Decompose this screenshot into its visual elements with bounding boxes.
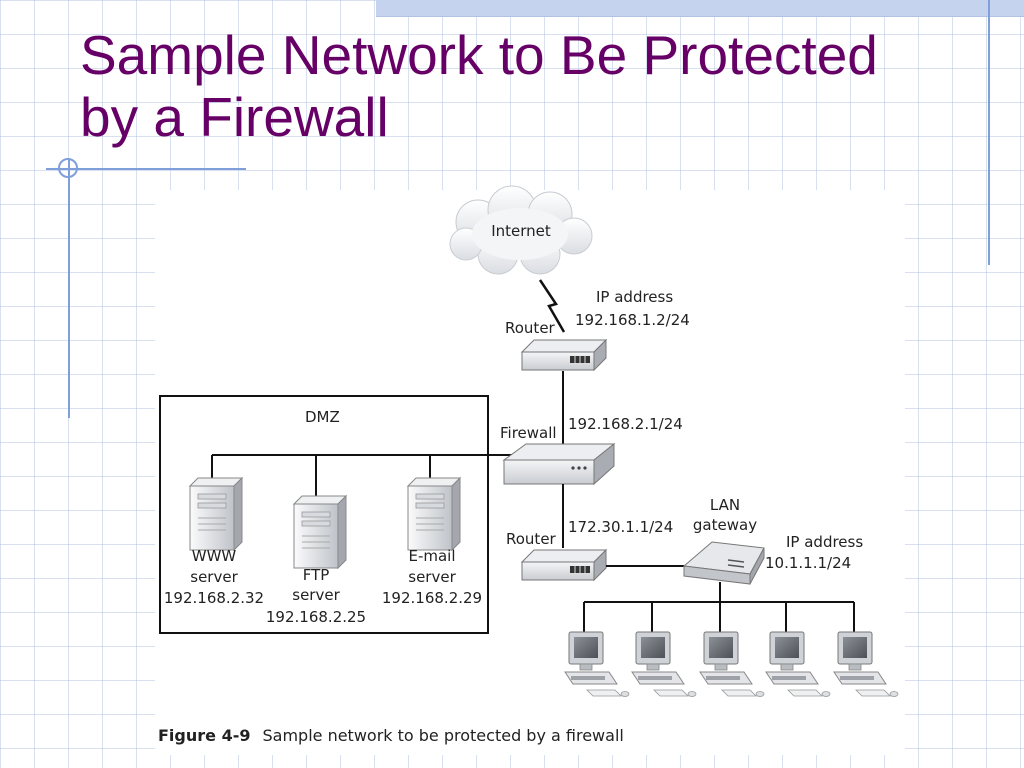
lan-workstation-icon: [631, 631, 697, 697]
lan-workstation-icon: [765, 631, 831, 697]
figure-caption: Figure 4-9 Sample network to be protected…: [158, 726, 624, 745]
lan-workstation-icon: [699, 631, 765, 697]
slide-title: Sample Network to Be Protected by a Fire…: [80, 24, 960, 148]
internet-cloud-icon: [449, 185, 593, 275]
figure-number: Figure 4-9: [158, 726, 251, 745]
left-decorative-line: [68, 160, 70, 418]
email-server-label-2: server: [408, 568, 456, 586]
router-bottom-ip: 172.30.1.1/24: [568, 518, 673, 536]
email-server-ip: 192.168.2.29: [382, 589, 482, 607]
ftp-server-icon: [293, 495, 347, 569]
lan-workstation-icon: [564, 631, 630, 697]
figure-caption-text: Sample network to be protected by a fire…: [262, 726, 624, 745]
lan-ip-heading: IP address: [786, 533, 863, 551]
router-top-label: Router: [505, 319, 556, 337]
lan-gateway-icon: [682, 541, 765, 585]
lan-ip: 10.1.1.1/24: [765, 554, 851, 572]
lan-workstation-icon: [833, 631, 899, 697]
slide-title-line-1: Sample Network to Be Protected: [80, 24, 878, 86]
lan-gateway-label-2: gateway: [693, 516, 757, 534]
firewall-ip: 192.168.2.1/24: [568, 415, 683, 433]
internet-label: Internet: [491, 222, 551, 240]
top-decorative-band: [376, 0, 1024, 17]
dmz-zone: [159, 395, 489, 634]
router-bottom-label: Router: [506, 530, 557, 548]
www-server-label-1: WWW: [192, 547, 237, 565]
right-decorative-line: [988, 0, 990, 265]
router-top-ip: 192.168.1.2/24: [575, 311, 690, 329]
router-bottom-icon: [521, 549, 607, 581]
email-server-label-1: E-mail: [408, 547, 455, 565]
router-top-icon: [521, 339, 607, 371]
router-top-ip-heading: IP address: [596, 288, 673, 306]
www-server-ip: 192.168.2.32: [164, 589, 264, 607]
dmz-label: DMZ: [305, 408, 340, 426]
firewall-icon: [502, 442, 616, 486]
ftp-server-label-1: FTP: [303, 566, 330, 584]
slide-title-line-2: by a Firewall: [80, 86, 389, 148]
ftp-server-label-2: server: [292, 586, 340, 604]
www-server-icon: [189, 477, 243, 551]
firewall-label: Firewall: [500, 424, 557, 442]
email-server-icon: [407, 477, 461, 551]
lan-gateway-label-1: LAN: [710, 496, 740, 514]
wan-link-icon: [538, 279, 566, 333]
title-underline-decorative: [46, 168, 246, 170]
decorative-circle: [58, 158, 78, 178]
www-server-label-2: server: [190, 568, 238, 586]
ftp-server-ip: 192.168.2.25: [266, 608, 366, 626]
